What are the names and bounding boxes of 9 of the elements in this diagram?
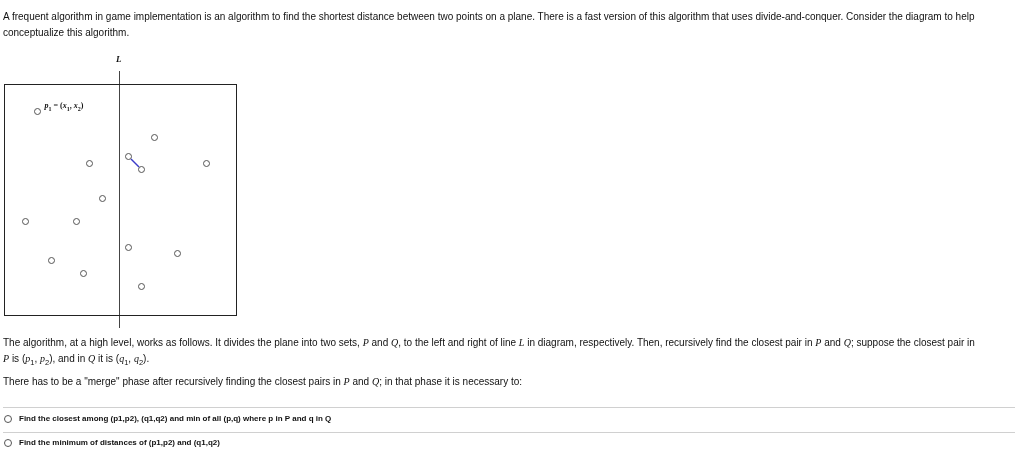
question-text: A frequent algorithm in game implementation is an algorithm to find the shortest distance between two points on a plane. There is a fast version of this algorithm that uses divide-and-conquer. Consider the diagram to help conceptualize this algorithm. [3,10,976,40]
connecting-line [130,158,140,168]
answer-option: Find the closest among (p1,p2), (q1,q2) and min of all (p,q) where p in P and q in Q [19,414,332,424]
plane-rectangle [3,83,237,316]
point-label: p$_{1}$ = (x$_{1}$, x$_{2}$) [44,100,84,111]
answer-option: Find the minimum of distances of (p1,p2) and (q1,q2) [19,438,220,448]
question-text: There has to be a "merge" phase after recursively finding the closest pairs in P and Q; in that phase it is necessary to: [3,375,524,389]
line-label: L [116,54,122,64]
question-text: The algorithm, at a high level, works as follows. It divides the plane into two sets, P and Q, to the left and right of line L in diagram, respectively. Then, recursively find the closest pair in P and Q; suppose the closest pair in P is (p$_{1}$, p$_{2}$), and in Q it is (q$_{1}$, q$_{2}$). [3,336,976,367]
